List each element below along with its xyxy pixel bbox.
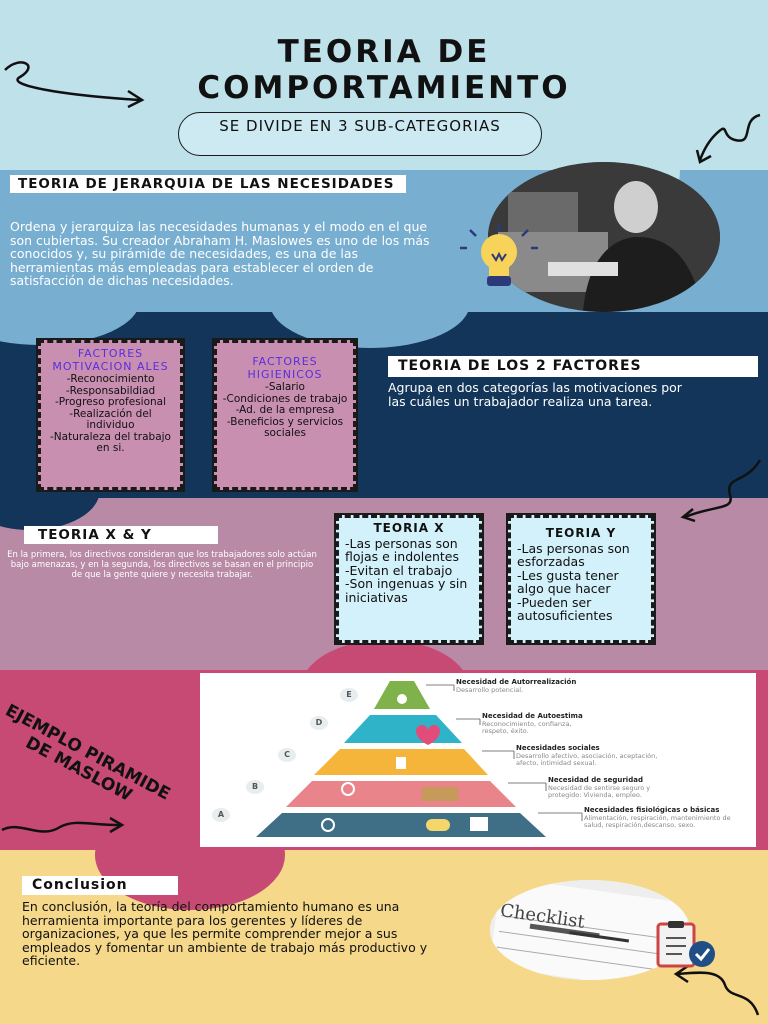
jerarquia-body: Ordena y jerarquiza las necesidades huma… [10, 219, 430, 288]
level-letter: C [278, 748, 296, 762]
list-item: -Progreso profesional [54, 396, 167, 408]
list-item: -Naturaleza del trabajo en si. [50, 430, 171, 454]
list-item: -Responsabildiad [65, 384, 156, 397]
squiggle-arrow-icon [4, 61, 145, 109]
xy-body: En la primera, los directivos consideran… [7, 550, 317, 580]
teoria-x-title: TEORIA X [373, 521, 445, 535]
conclusion-body: En conclusión, la teoría del comportamie… [22, 899, 428, 968]
squiggle-arrow-icon [673, 964, 760, 1016]
level-letter: D [310, 716, 328, 730]
lightbulb-icon [460, 224, 538, 286]
teoria-x-card: TEORIA X -Las personas son flojas e indo… [334, 513, 484, 645]
jerarquia-heading: TEORIA DE JERARQUIA DE LAS NECESIDADES [10, 175, 406, 193]
squiggle-arrow-icon [680, 459, 762, 523]
page-title: TEORIA DE COMPORTAMIENTO [197, 34, 571, 106]
squiggle-arrow-icon [695, 113, 761, 164]
list-item: -Beneficios y servicios sociales [226, 415, 344, 439]
list-item: -Salario [265, 381, 305, 393]
list-item: -Las personas son esforzadas [517, 540, 630, 569]
list-item: -Reconocimiento [66, 373, 155, 385]
factores-motivacionales-card: FACTORES MOTIVACION ALES -Reconocimiento… [36, 338, 185, 492]
dos-factores-body: Agrupa en dos categorías las motivacione… [388, 380, 682, 409]
dos-factores-heading: TEORIA DE LOS 2 FACTORES [388, 356, 758, 377]
factores-higienicos-title: FACTORES HIGIENICOS [247, 355, 323, 381]
level-letter: A [212, 808, 230, 822]
conclusion-heading: Conclusion [22, 876, 178, 895]
maslow-portrait [488, 162, 720, 312]
list-item: -Son ingenuas y sin iniciativas [345, 576, 468, 605]
list-item: -Pueden ser autosuficientes [517, 594, 613, 623]
factores-higienicos-card: FACTORES HIGIENICOS -Salario -Condicione… [212, 338, 358, 492]
subtitle-pill: SE DIVIDE EN 3 SUB-CATEGORIAS [178, 112, 542, 156]
squiggle-arrow-icon [1, 816, 125, 834]
xy-heading: TEORIA X & Y [24, 526, 218, 544]
teoria-y-title: TEORIA Y [545, 526, 617, 540]
factores-motivacionales-title: FACTORES MOTIVACION ALES [52, 347, 169, 373]
level-letter: E [340, 688, 358, 702]
list-item: -Realización del individuo [69, 407, 152, 431]
list-item: -Evitan el trabajo [345, 562, 453, 578]
list-item: -Les gusta tener algo que hacer [517, 567, 619, 596]
level-letter: B [246, 780, 264, 794]
clipboard-check-icon [656, 921, 715, 968]
list-item: -Las personas son flojas e indolentes [345, 535, 459, 564]
decor-blob [270, 258, 470, 348]
list-item: -Condiciones de trabajo [222, 392, 348, 405]
teoria-y-card: TEORIA Y -Las personas son esforzadas -L… [506, 513, 656, 645]
list-item: -Ad. de la empresa [235, 404, 335, 416]
